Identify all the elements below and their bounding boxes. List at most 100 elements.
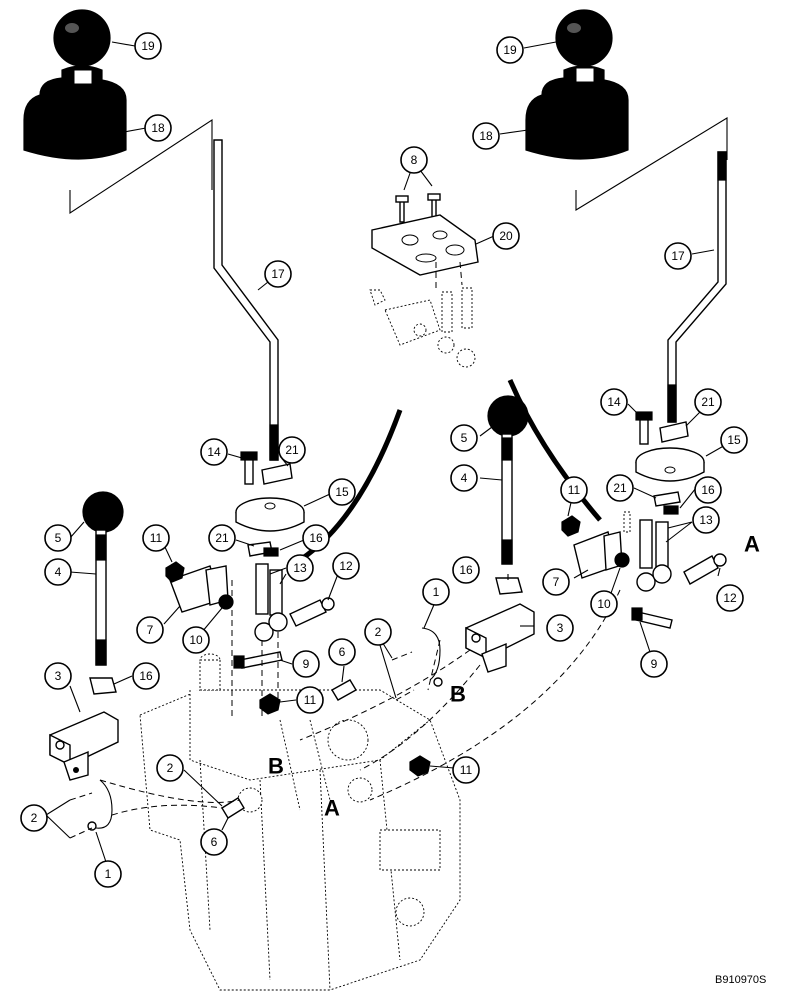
callout-12-left: 12 — [332, 552, 360, 580]
svg-text:16: 16 — [701, 483, 715, 497]
callout-21-left-upper: 21 — [278, 436, 306, 464]
svg-text:5: 5 — [55, 531, 62, 545]
callout-1-right: 1 — [422, 578, 450, 606]
svg-text:19: 19 — [503, 43, 517, 57]
callout-11-valve-upper: 11 — [296, 686, 324, 714]
callout-18-right: 18 — [472, 122, 500, 150]
svg-text:18: 18 — [479, 129, 493, 143]
knob-19-left — [53, 9, 111, 67]
svg-text:12: 12 — [723, 591, 737, 605]
svg-text:2: 2 — [375, 625, 382, 639]
svg-text:20: 20 — [499, 229, 513, 243]
callout-19-right: 19 — [496, 36, 524, 64]
svg-text:6: 6 — [211, 835, 218, 849]
callout-21-right-lower: 21 — [606, 474, 634, 502]
callout-11-left: 11 — [142, 524, 170, 552]
callout-16-right: 16 — [694, 476, 722, 504]
letter-a-valve: A — [324, 796, 340, 821]
svg-text:21: 21 — [613, 481, 627, 495]
svg-text:2: 2 — [31, 811, 38, 825]
right-aux-lever — [391, 395, 535, 701]
svg-text:16: 16 — [309, 531, 323, 545]
connection-letters: A A B B — [268, 532, 760, 821]
svg-text:11: 11 — [304, 693, 317, 707]
svg-text:9: 9 — [303, 657, 310, 671]
callout-9-right: 9 — [640, 650, 668, 678]
svg-text:3: 3 — [55, 669, 62, 683]
letter-b-valve: B — [268, 754, 284, 779]
svg-text:3: 3 — [557, 621, 564, 635]
callout-13-right: 13 — [692, 506, 720, 534]
knob-5-right — [487, 395, 529, 437]
svg-text:19: 19 — [141, 39, 155, 53]
letter-b-right: B — [450, 682, 466, 707]
center-inset — [369, 193, 479, 368]
svg-text:6: 6 — [339, 645, 346, 659]
callout-8-center: 8 — [400, 146, 428, 174]
svg-text:11: 11 — [460, 763, 473, 777]
callout-3-left: 3 — [44, 662, 72, 690]
callout-20-center: 20 — [492, 222, 520, 250]
svg-text:21: 21 — [701, 395, 715, 409]
callout-5-left: 5 — [44, 524, 72, 552]
svg-text:7: 7 — [147, 623, 154, 637]
callout-9-left: 9 — [292, 650, 320, 678]
svg-text:1: 1 — [105, 867, 112, 881]
svg-text:17: 17 — [271, 267, 285, 281]
svg-text:2: 2 — [167, 761, 174, 775]
svg-text:1: 1 — [433, 585, 440, 599]
svg-text:12: 12 — [339, 559, 353, 573]
callout-16-left-nut: 16 — [132, 662, 160, 690]
svg-text:16: 16 — [139, 669, 153, 683]
callout-10-left: 10 — [182, 626, 210, 654]
svg-text:4: 4 — [55, 565, 62, 579]
callout-15-right: 15 — [720, 426, 748, 454]
callout-7-left: 7 — [136, 616, 164, 644]
lever-17-right — [667, 151, 727, 423]
callout-18-left: 18 — [144, 114, 172, 142]
callout-14-right: 14 — [600, 388, 628, 416]
svg-text:11: 11 — [150, 531, 163, 545]
svg-text:21: 21 — [285, 443, 299, 457]
callout-3-right: 3 — [546, 614, 574, 642]
svg-text:15: 15 — [727, 433, 741, 447]
svg-text:14: 14 — [207, 445, 221, 459]
svg-text:15: 15 — [335, 485, 349, 499]
linkage-paths — [99, 580, 621, 816]
callout-7-right: 7 — [542, 568, 570, 596]
callout-16-left: 16 — [302, 524, 330, 552]
svg-text:13: 13 — [699, 513, 713, 527]
svg-text:4: 4 — [461, 471, 468, 485]
callout-17-left: 17 — [264, 260, 292, 288]
callout-17-right: 17 — [664, 242, 692, 270]
callout-21-right-upper: 21 — [694, 388, 722, 416]
callout-6-left: 6 — [200, 828, 228, 856]
callout-labels: 19 18 17 14 21 15 21 16 13 12 11 7 10 5 … — [20, 32, 748, 888]
callout-6-center: 6 — [328, 638, 356, 666]
callout-12-right: 12 — [716, 584, 744, 612]
callout-4-right: 4 — [450, 464, 478, 492]
callout-11-right: 11 — [560, 476, 588, 504]
right-control-handle — [507, 9, 728, 629]
svg-text:17: 17 — [671, 249, 685, 263]
svg-text:11: 11 — [568, 483, 581, 497]
lever-17-left — [213, 139, 279, 461]
left-aux-lever — [49, 491, 124, 839]
svg-text:13: 13 — [293, 561, 307, 575]
svg-text:8: 8 — [411, 153, 418, 167]
plate-20 — [371, 214, 479, 276]
callout-14-left: 14 — [200, 438, 228, 466]
callout-11-valve-lower: 11 — [452, 756, 480, 784]
callout-10-right: 10 — [590, 590, 618, 618]
document-code: B910970S — [715, 974, 767, 986]
knob-19-right — [555, 9, 613, 67]
callout-4-left: 4 — [44, 558, 72, 586]
svg-text:5: 5 — [461, 431, 468, 445]
callout-19-left: 19 — [134, 32, 162, 60]
svg-text:10: 10 — [597, 597, 611, 611]
callout-15-left: 15 — [328, 478, 356, 506]
boot-18-left — [23, 65, 127, 160]
letter-a-right: A — [744, 532, 760, 557]
leader-lines — [45, 41, 735, 863]
callout-13-left: 13 — [286, 554, 314, 582]
